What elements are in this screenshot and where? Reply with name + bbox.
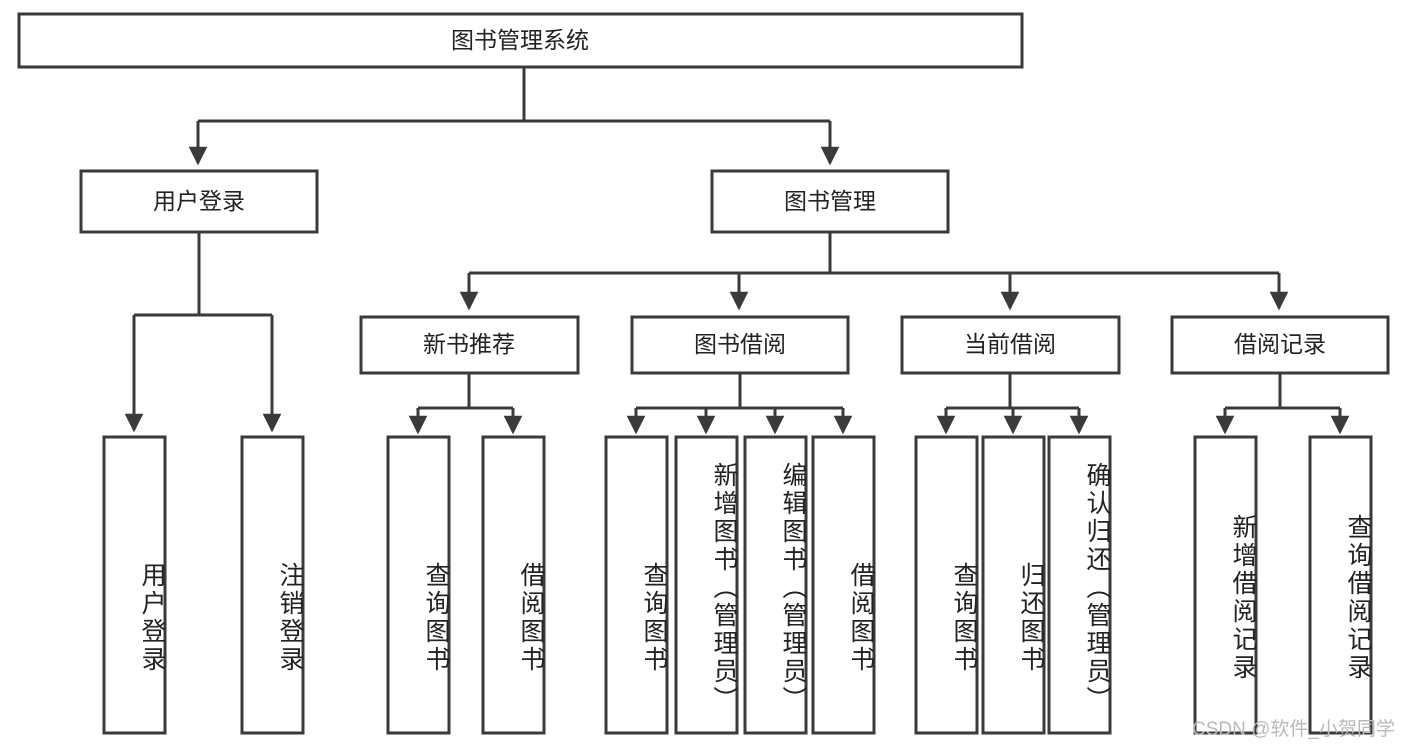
node-root-label: 图书管理系统	[451, 27, 589, 53]
leaf-box-edit-book-admin[interactable]	[743, 435, 808, 735]
connector-book-management-to-level3	[459, 232, 1289, 311]
connector-user-login-to-leaves	[124, 232, 282, 433]
node-current-borrow-label: 当前借阅	[964, 331, 1056, 357]
leaf-box-query-book-3[interactable]	[914, 435, 979, 735]
leaf-box-borrow-book-1[interactable]	[481, 435, 546, 735]
node-borrow-record-label: 借阅记录	[1234, 331, 1326, 357]
node-borrow-record[interactable]: 借阅记录	[1170, 315, 1390, 375]
leaf-box-query-borrow-record[interactable]	[1308, 435, 1373, 735]
node-book-borrow[interactable]: 图书借阅	[630, 315, 850, 375]
connector-new-book-recommend-to-leaves	[408, 373, 523, 435]
leaf-box-query-book-2[interactable]	[604, 435, 669, 735]
node-book-management[interactable]: 图书管理	[710, 169, 950, 234]
connector-borrow-record-to-leaves	[1215, 373, 1350, 435]
node-root[interactable]: 图书管理系统	[17, 12, 1024, 69]
connector-current-borrow-to-leaves	[936, 373, 1089, 435]
leaf-box-add-book-admin[interactable]	[674, 435, 739, 735]
node-new-book-recommend-label: 新书推荐	[423, 331, 515, 357]
leaf-box-borrow-book-2[interactable]	[811, 435, 876, 735]
leaf-box-return-book[interactable]	[981, 435, 1046, 735]
leaf-box-confirm-return-admin[interactable]	[1047, 435, 1112, 735]
connector-book-borrow-to-leaves	[626, 373, 853, 435]
leaf-box-logout-login[interactable]	[240, 435, 305, 735]
node-user-login[interactable]: 用户登录	[79, 169, 319, 234]
node-current-borrow[interactable]: 当前借阅	[900, 315, 1121, 375]
node-new-book-recommend[interactable]: 新书推荐	[359, 315, 580, 375]
node-user-login-label: 用户登录	[153, 188, 245, 214]
connector-root-to-level2	[188, 67, 840, 166]
leaf-box-query-book-1[interactable]	[386, 435, 451, 735]
leaf-box-user-login[interactable]	[102, 435, 167, 735]
leaf-box-add-borrow-record[interactable]	[1193, 435, 1258, 735]
node-book-management-label: 图书管理	[784, 188, 876, 214]
node-book-borrow-label: 图书借阅	[694, 331, 786, 357]
